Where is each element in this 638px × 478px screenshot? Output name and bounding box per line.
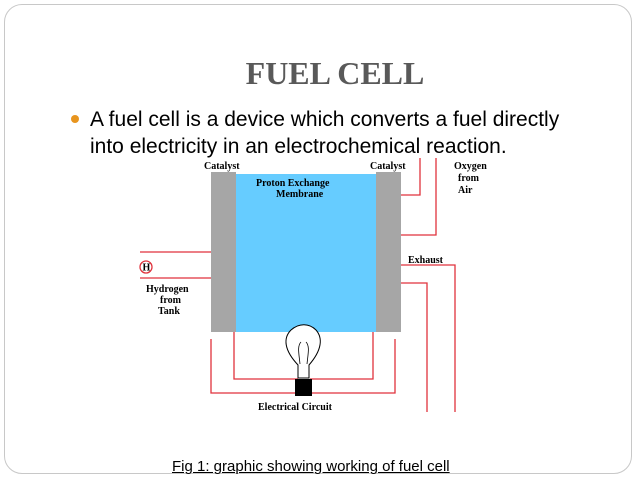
bullet-text: A fuel cell is a device which converts a…	[90, 108, 560, 158]
circuit-label: Electrical Circuit	[258, 402, 333, 413]
oxygen-label-line2: from	[458, 173, 480, 184]
light-bulb-icon	[285, 324, 321, 396]
exhaust-label: Exhaust	[408, 255, 444, 266]
hydrogen-label-line1: Hydrogen	[146, 284, 189, 295]
catalyst-right-plate	[376, 172, 401, 332]
membrane-label-line1: Proton Exchange	[256, 178, 330, 189]
catalyst-left-plate	[211, 172, 236, 332]
oxygen-label-line3: Air	[458, 185, 473, 196]
wire-lines	[140, 158, 456, 412]
hydrogen-symbol-circle	[139, 260, 153, 274]
figure-caption: Fig 1: graphic showing working of fuel c…	[172, 458, 450, 475]
oxygen-label-line1: Oxygen	[454, 161, 487, 172]
catalyst-left-label: Catalyst	[204, 161, 240, 172]
hydrogen-label-line2: from	[160, 295, 182, 306]
hydrogen-label-line3: Tank	[158, 306, 180, 317]
membrane-block	[236, 174, 376, 332]
membrane-label-line2: Membrane	[276, 189, 324, 200]
hydrogen-symbol-label: H	[143, 263, 151, 274]
slide-title: FUEL CELL	[245, 55, 425, 91]
catalyst-right-label: Catalyst	[370, 161, 406, 172]
bullet-marker	[71, 115, 79, 123]
